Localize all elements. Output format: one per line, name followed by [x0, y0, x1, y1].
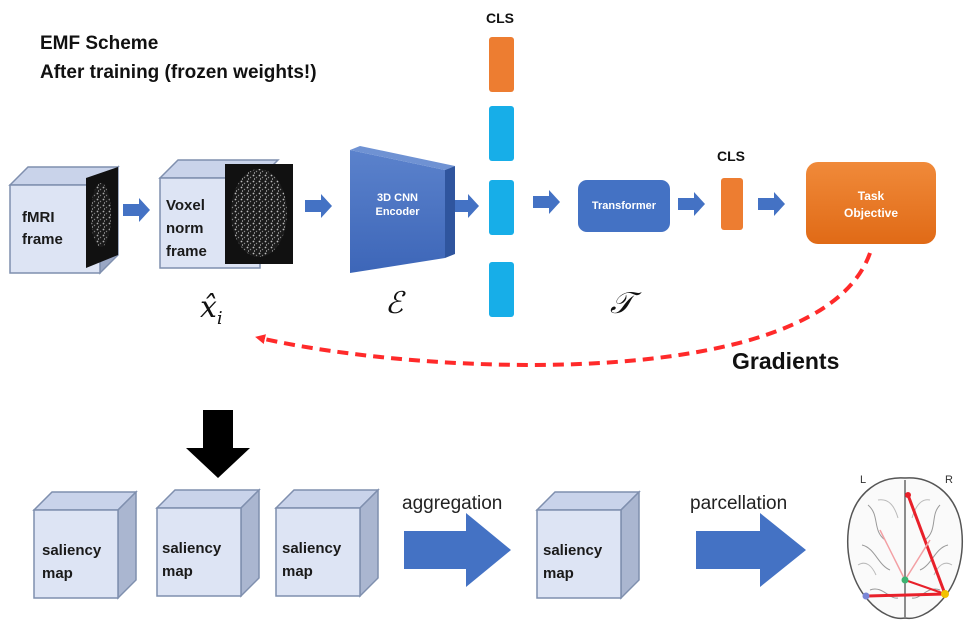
saliency-3-line2: map: [282, 563, 313, 580]
saliency-agg-line1: saliency: [543, 542, 603, 559]
brain-left-label: L: [860, 474, 867, 486]
aggregation-label: aggregation: [402, 493, 503, 514]
transformer-symbol: 𝒯: [610, 286, 633, 321]
arrow-5: [678, 192, 705, 216]
flow-arrows: [123, 190, 785, 222]
xhat-symbol: x̂i: [200, 290, 223, 329]
token-1: [489, 106, 514, 161]
parcellation-arrow: [696, 513, 806, 587]
saliency-agg-line2: map: [543, 565, 574, 582]
brain-right-label: R: [945, 474, 953, 486]
saliency-2-line1: saliency: [162, 540, 222, 557]
saliency-cube-3: [274, 488, 380, 598]
arrow-3: [452, 194, 479, 218]
voxel-norm-frame-cube: [158, 159, 293, 269]
token-2: [489, 180, 514, 235]
voxel-label-line2: norm: [166, 220, 204, 237]
aggregation-arrow: [404, 513, 511, 587]
arrow-2: [305, 194, 332, 218]
saliency-cube-aggregated: [535, 490, 641, 600]
scheme-title: EMF Scheme: [40, 33, 159, 54]
task-objective-box: [806, 162, 936, 244]
token-column: [489, 37, 514, 317]
cnn-encoder-block: [350, 146, 455, 273]
parcellation-label: parcellation: [690, 493, 788, 514]
cls-token: [489, 37, 514, 92]
arrow-6: [758, 192, 785, 216]
fmri-label-line2: frame: [22, 231, 63, 248]
saliency-1-line1: saliency: [42, 542, 102, 559]
fmri-label-line1: fMRI: [22, 209, 55, 226]
saliency-3-line1: saliency: [282, 540, 342, 557]
saliency-cube-2: [155, 488, 261, 598]
brain-connectome-icon: [847, 477, 963, 620]
task-objective-label: Task Objective: [843, 189, 899, 220]
token-3: [489, 262, 514, 317]
arrow-1: [123, 198, 150, 222]
cls-top-label: CLS: [486, 10, 514, 26]
scheme-subtitle: After training (frozen weights!): [40, 62, 317, 83]
voxel-label-line1: Voxel: [166, 197, 205, 214]
cls-output-token: [721, 178, 743, 230]
saliency-2-line2: map: [162, 563, 193, 580]
encoder-symbol: ℰ: [385, 286, 404, 321]
cls-right-label: CLS: [717, 148, 745, 164]
voxel-label-line3: frame: [166, 243, 207, 260]
gradients-arrow: [255, 252, 872, 367]
arrow-4: [533, 190, 560, 214]
gradients-label: Gradients: [732, 348, 840, 374]
encoder-label: 3D CNN Encoder: [375, 192, 420, 218]
transformer-box: [578, 180, 670, 232]
transformer-label: Transformer: [591, 200, 657, 212]
down-arrow-icon: [186, 410, 250, 478]
fmri-frame-cube: [8, 165, 120, 275]
saliency-cube-1: [32, 490, 138, 600]
saliency-1-line2: map: [42, 565, 73, 582]
